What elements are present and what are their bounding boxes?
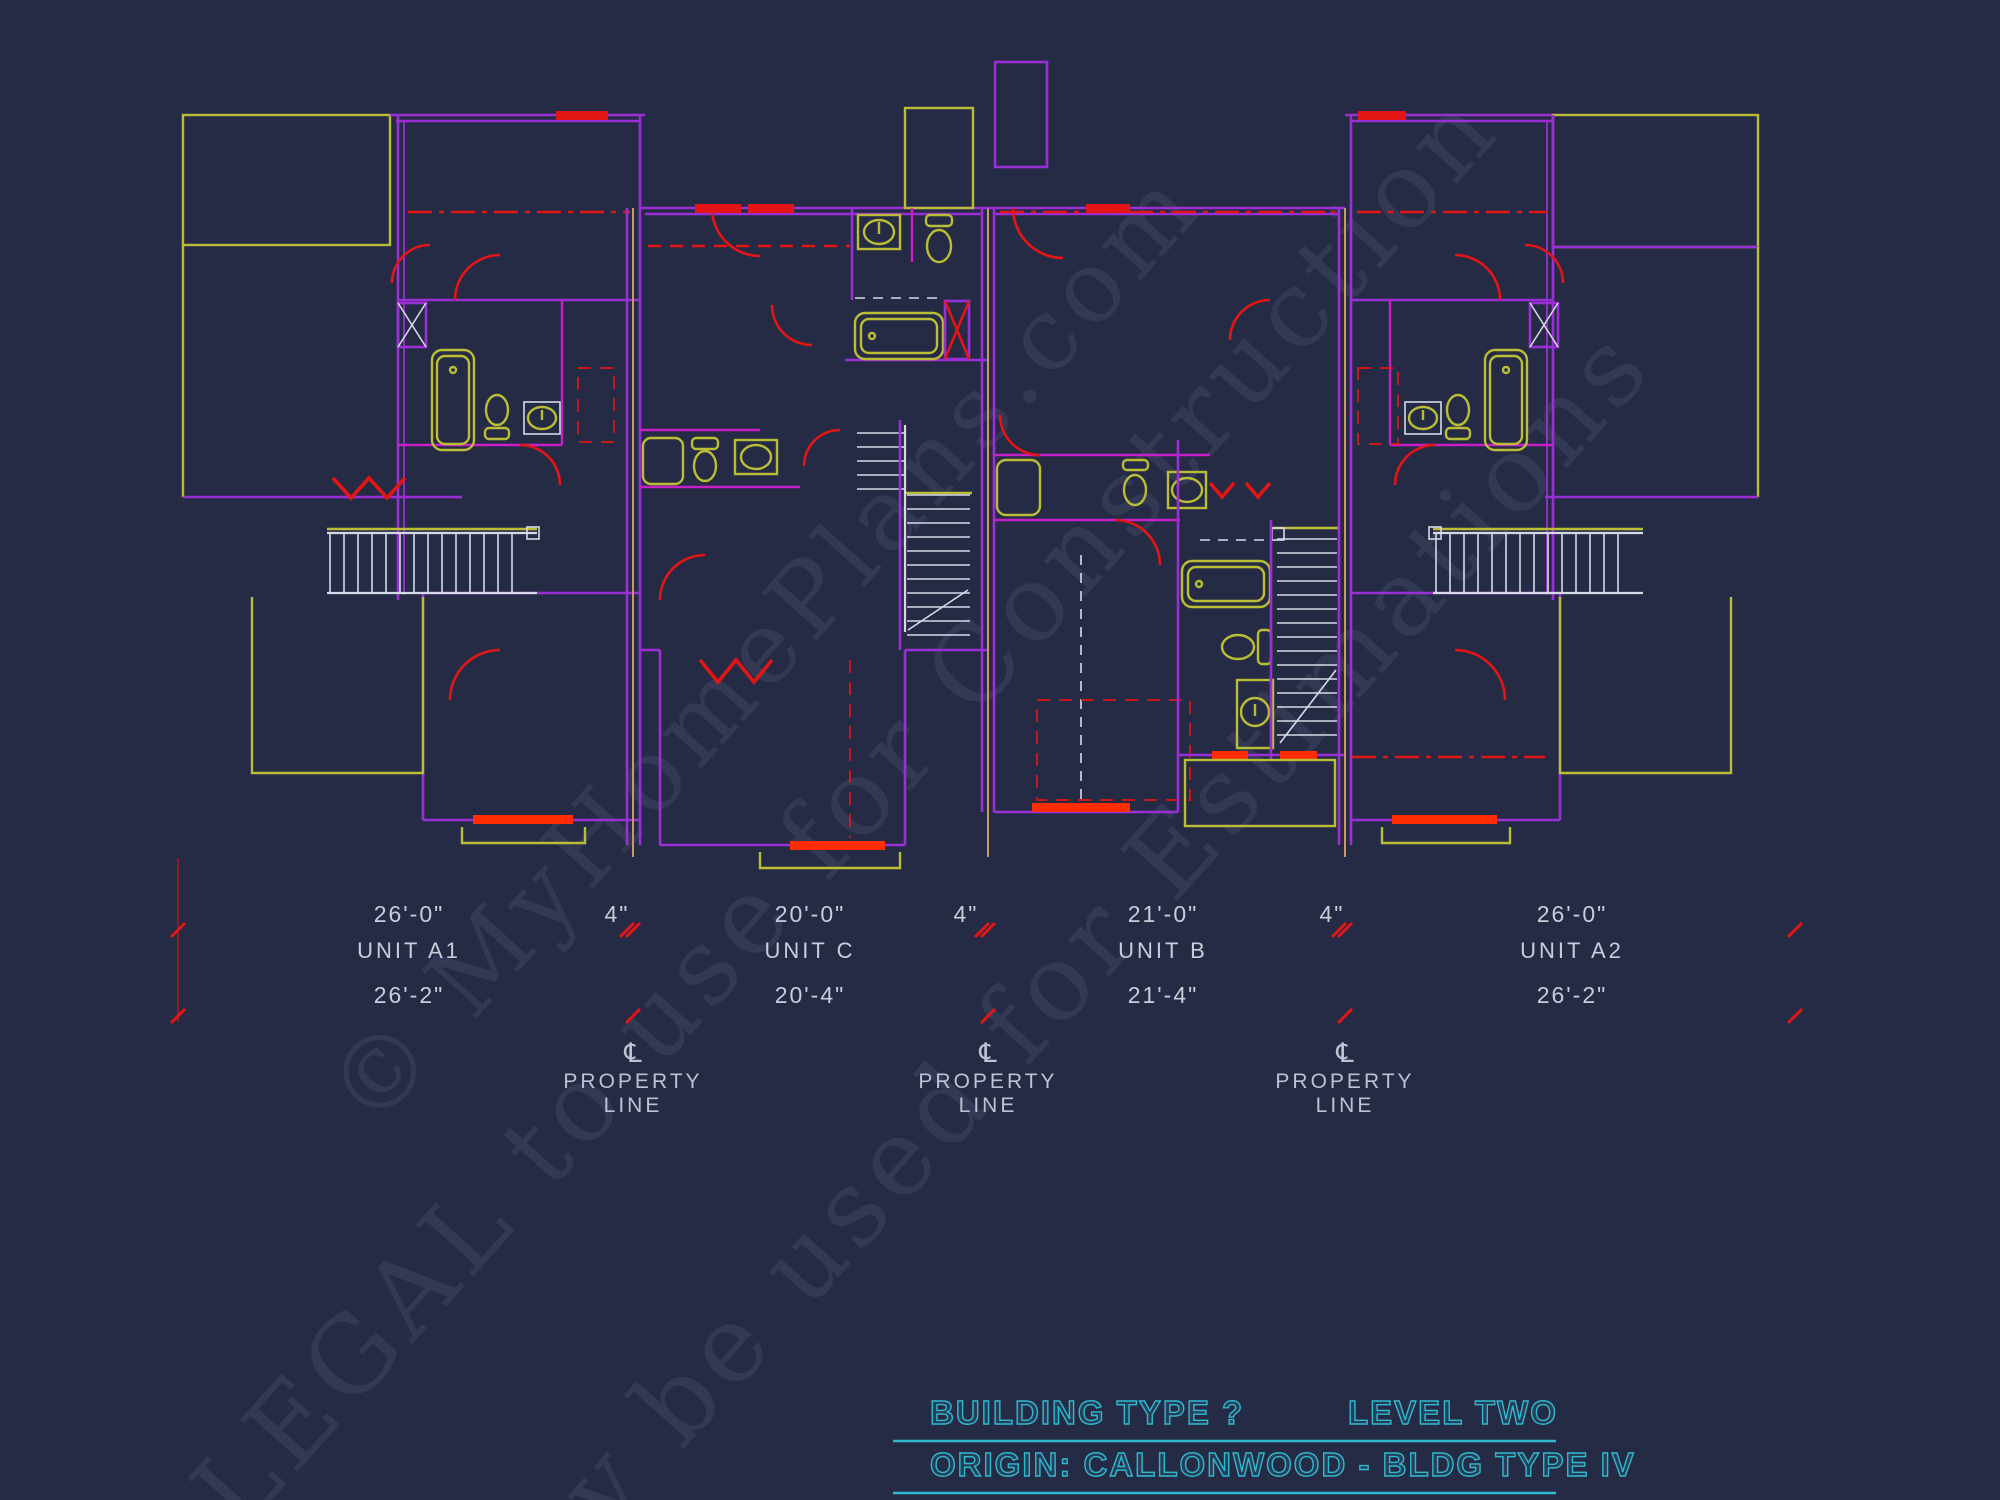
party-wall-2	[980, 208, 996, 857]
bathtub-icon	[995, 458, 1042, 517]
title-block: BUILDING TYPE ? LEVEL TWO ORIGIN: CALLON…	[893, 1393, 1636, 1495]
dim-a2-width: 26'-0"	[1537, 901, 1608, 927]
property-line-label-1: ℄ PROPERTY LINE	[563, 1038, 702, 1117]
svg-text:LINE: LINE	[604, 1094, 663, 1117]
dim-c-total: 20'-4"	[775, 982, 846, 1008]
unit-b-plan	[988, 60, 1345, 828]
patio-outline	[250, 597, 425, 775]
bathtub-icon	[641, 436, 685, 486]
window-sill	[1280, 751, 1317, 759]
dim-a2-total: 26'-2"	[1537, 982, 1608, 1008]
property-line-label-3: ℄ PROPERTY LINE	[1275, 1038, 1414, 1117]
floor-plan	[181, 60, 1760, 870]
bathtub-icon	[1180, 559, 1272, 609]
window-x-icon	[396, 301, 428, 349]
deck-railing	[327, 526, 540, 595]
toilet-icon	[1444, 393, 1472, 441]
centerline-icon: ℄	[978, 1038, 997, 1069]
closet-dashed	[1036, 699, 1191, 801]
porch-outline	[758, 852, 902, 870]
garage-outline	[1551, 113, 1760, 249]
closet-dashed	[577, 367, 615, 443]
party-wall-1	[625, 115, 642, 857]
closet-dashed	[1357, 367, 1399, 445]
bathtub-icon	[1483, 348, 1529, 452]
toilet-icon	[1121, 458, 1150, 507]
patio-outline	[1558, 597, 1733, 775]
chase-outline	[903, 106, 975, 210]
party-wall-3	[1337, 115, 1353, 857]
dim-gap-3: 4"	[1320, 901, 1345, 927]
window-x-icon	[1528, 301, 1560, 349]
svg-text:PROPERTY: PROPERTY	[918, 1070, 1057, 1093]
dim-a1-width: 26'-0"	[374, 901, 445, 927]
window-v-mark	[1244, 481, 1272, 500]
window-v-mark	[1208, 481, 1236, 500]
unit-label-c: UNIT C	[765, 938, 856, 963]
stairs	[857, 425, 972, 636]
dim-c-width: 20'-0"	[775, 901, 846, 927]
bay-window-zigzag	[698, 657, 774, 685]
dim-ticks-row1	[169, 921, 1804, 939]
sink-icon	[1235, 678, 1275, 750]
origin-title: ORIGIN: CALLONWOOD - BLDG TYPE IV	[930, 1446, 1636, 1483]
toilet-icon	[690, 436, 720, 483]
unit-a1-plan	[181, 111, 645, 845]
level-title: LEVEL TWO	[1348, 1394, 1558, 1431]
unit-a2-plan	[1345, 111, 1760, 845]
bathtub-icon	[853, 311, 945, 361]
sink-icon	[1404, 401, 1442, 435]
watermark: © MyHomePlans.com ILLEGAL to use for Con…	[82, 65, 1675, 1500]
svg-text:PROPERTY: PROPERTY	[563, 1070, 702, 1093]
door-arcs	[658, 207, 841, 601]
sink-icon	[523, 401, 561, 435]
toilet-icon	[924, 213, 954, 264]
svg-text:LINE: LINE	[959, 1094, 1018, 1117]
building-type-title: BUILDING TYPE ?	[930, 1394, 1244, 1431]
window-sill	[1032, 803, 1130, 812]
dimension-annotations: 26'-0" 4" 20'-0" 4" 21'-0" 4" 26'-0" UNI…	[169, 858, 1804, 1025]
sink-icon	[733, 438, 779, 476]
toilet-icon	[483, 393, 511, 441]
dim-gap-2: 4"	[954, 901, 979, 927]
window-sill	[1392, 815, 1497, 824]
dim-a1-total: 26'-2"	[374, 982, 445, 1008]
window-sill	[790, 841, 885, 850]
porch-outline	[1380, 827, 1512, 845]
door-arcs	[998, 207, 1271, 566]
chase-outline	[993, 60, 1049, 169]
centerline-icon: ℄	[623, 1038, 642, 1069]
centerline-icon: ℄	[1335, 1038, 1354, 1069]
bathtub-icon	[430, 348, 476, 452]
deck-railing	[1428, 526, 1643, 595]
bay-window-zigzag	[331, 475, 407, 501]
stairs	[1269, 520, 1340, 760]
property-line-label-2: ℄ PROPERTY LINE	[918, 1038, 1057, 1117]
window-x-icon	[943, 299, 971, 361]
header-mark	[556, 111, 608, 120]
garage-outline	[181, 113, 392, 247]
unit-label-a1: UNIT A1	[357, 938, 461, 963]
porch-outline	[460, 827, 587, 845]
dim-b-width: 21'-0"	[1128, 901, 1199, 927]
sink-icon	[856, 213, 902, 251]
door-arcs	[1393, 243, 1565, 701]
svg-text:LINE: LINE	[1316, 1094, 1375, 1117]
door-arcs	[390, 243, 562, 701]
unit-label-a2: UNIT A2	[1520, 938, 1624, 963]
window-sill	[473, 815, 573, 824]
dim-gap-1: 4"	[605, 901, 630, 927]
sink-icon	[1166, 470, 1208, 510]
dim-ticks-row2	[169, 1007, 1804, 1025]
porch-outline	[1183, 758, 1337, 828]
window-sill	[1212, 751, 1248, 759]
dim-b-total: 21'-4"	[1128, 982, 1199, 1008]
unit-c-plan	[640, 106, 988, 870]
svg-text:PROPERTY: PROPERTY	[1275, 1070, 1414, 1093]
unit-label-b: UNIT B	[1118, 938, 1208, 963]
